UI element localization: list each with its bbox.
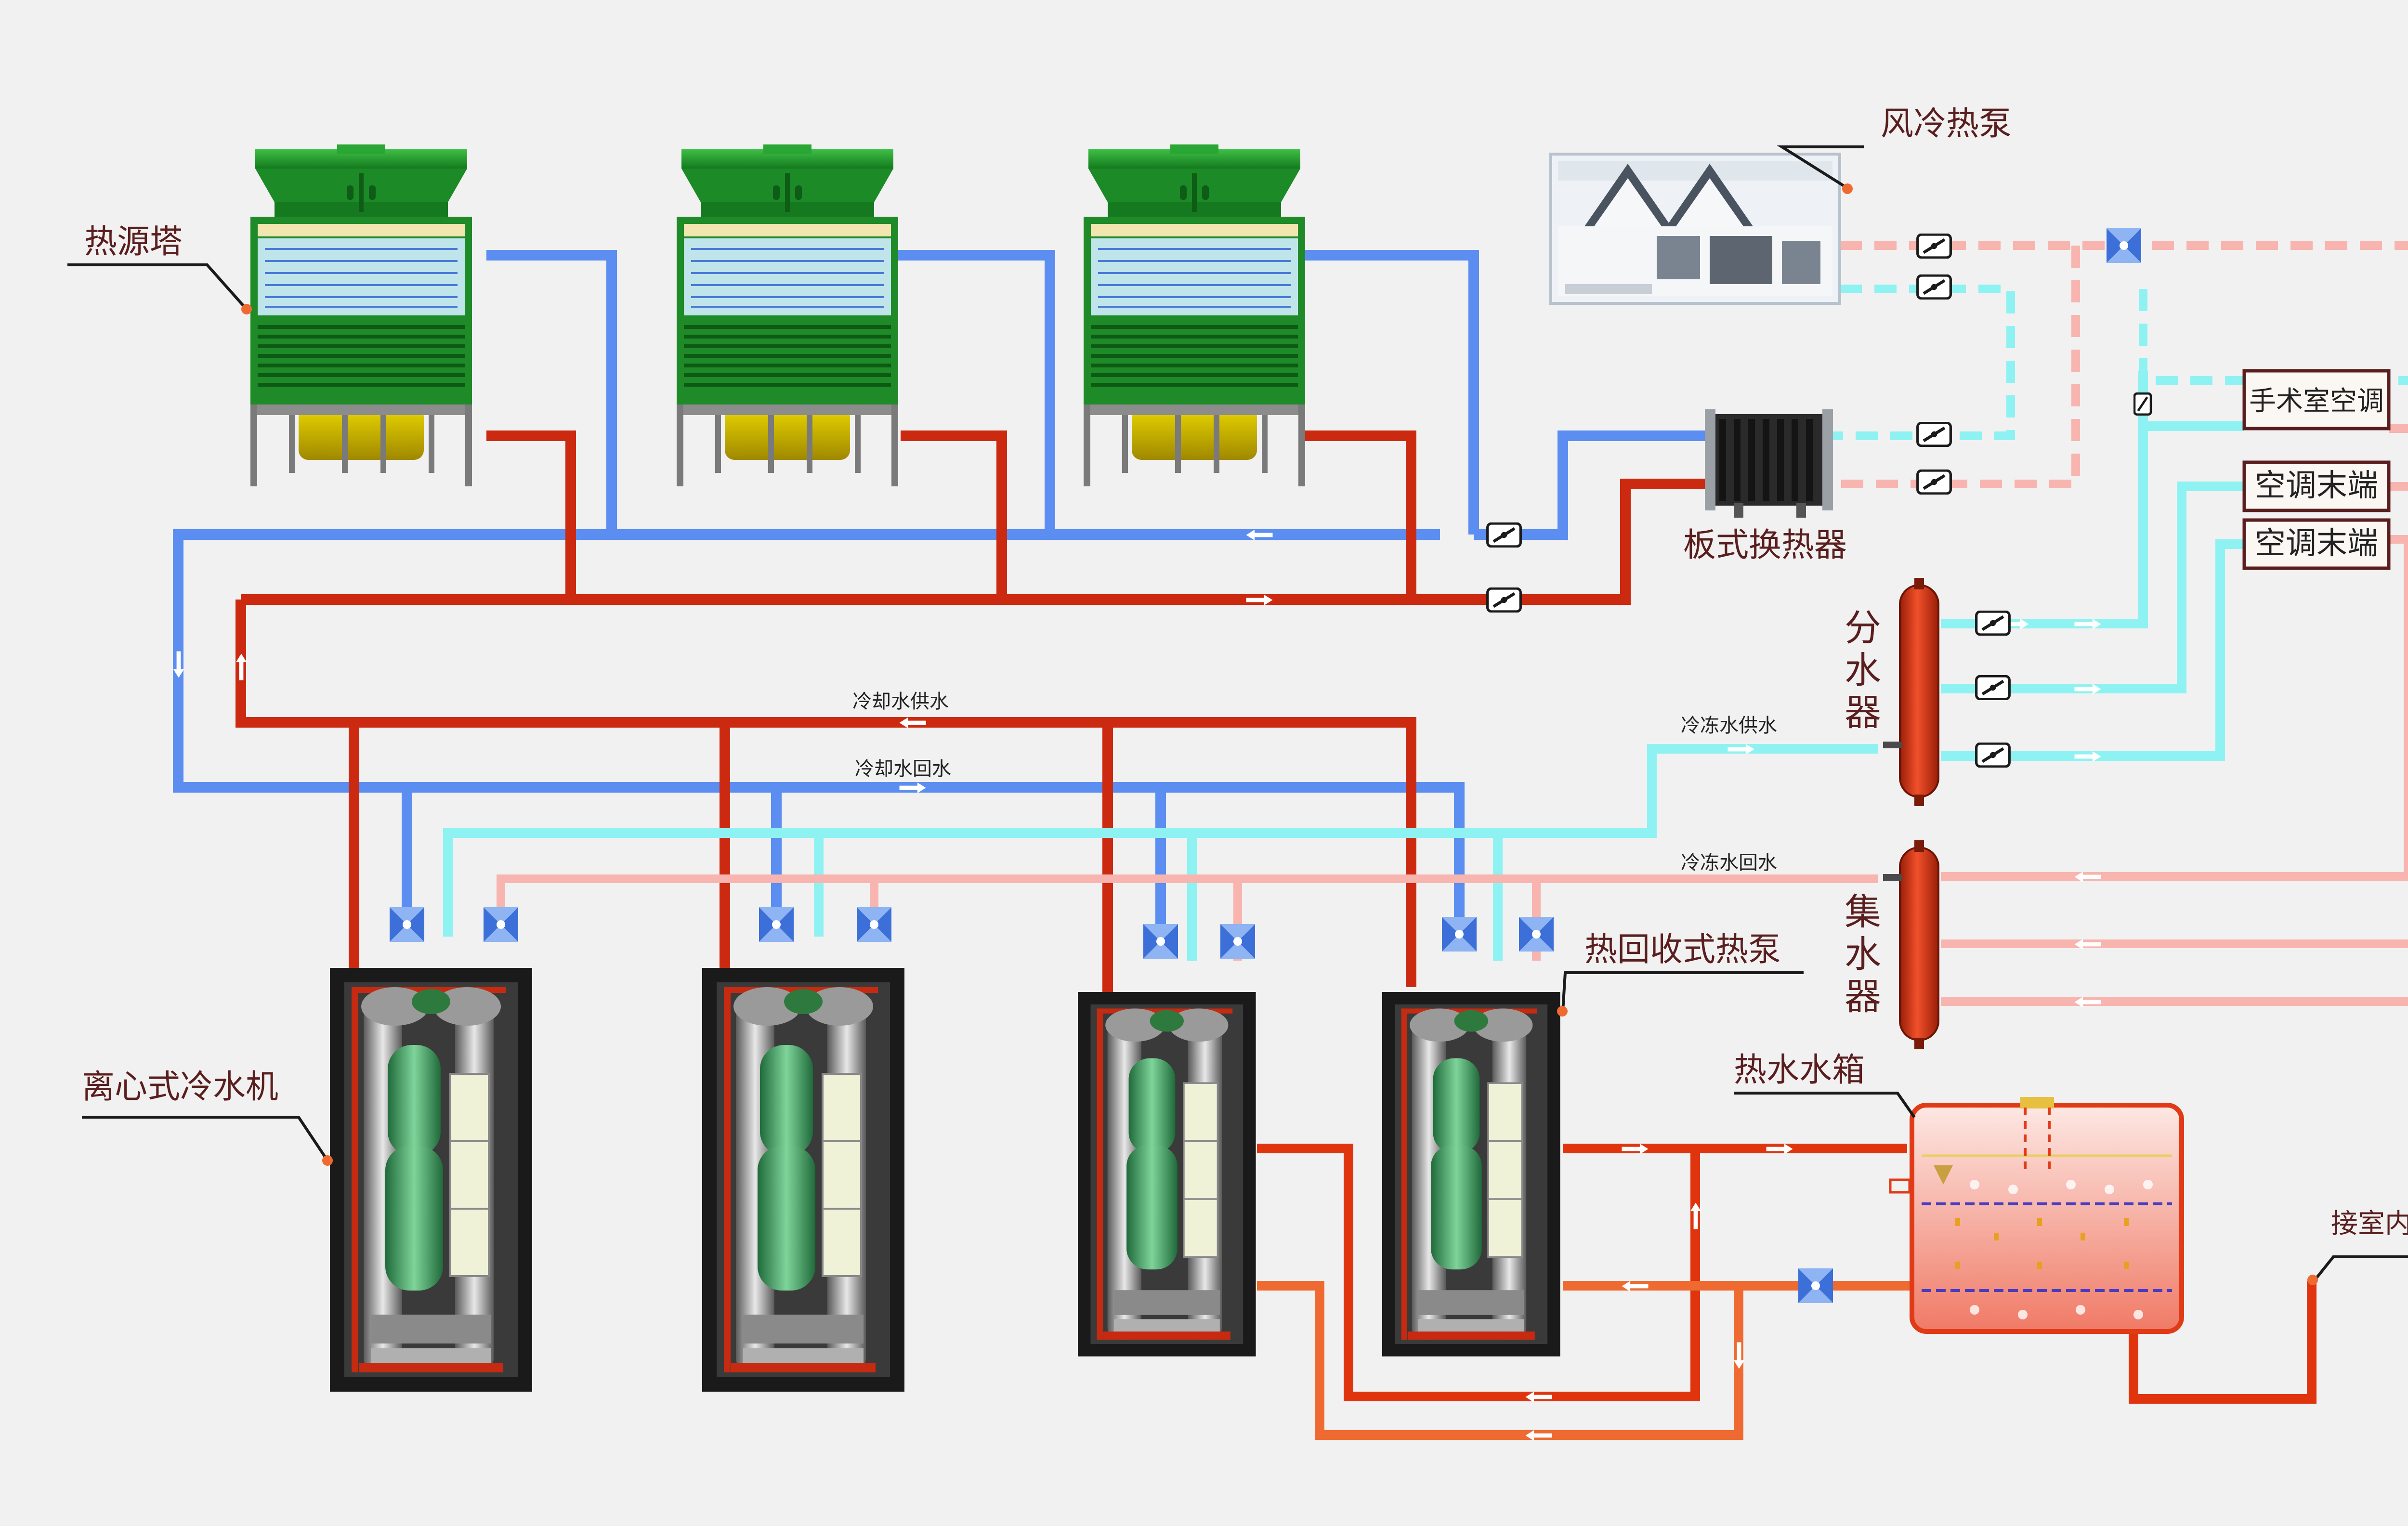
label-indoor-hot-water-terminal: 接室内热水末端	[2331, 1208, 2408, 1239]
plate-heat-exchanger	[1705, 409, 1833, 518]
centrifugal-chiller-1	[329, 967, 533, 1393]
label-heat-source-tower: 热源塔	[84, 223, 183, 261]
terminal-operating-room-ac: 手术室空调	[2249, 386, 2384, 417]
label-distributor-1: 分	[1845, 606, 1881, 649]
label-chilled-water-return: 冷冻水回水	[1681, 852, 1777, 874]
label-centrifugal-chiller: 离心式冷水机	[82, 1068, 278, 1106]
heat-source-tower-2	[677, 144, 898, 486]
water-distributor	[1883, 578, 1939, 806]
labels: 热源塔 风冷热泵 板式换热器 离心式冷水机 热回收式热泵 热水水箱 接室内热水末…	[82, 105, 2408, 1239]
label-hot-water-tank: 热水水箱	[1734, 1051, 1865, 1089]
pipe-network	[173, 241, 2408, 1440]
label-chilled-water-supply: 冷冻水供水	[1681, 715, 1777, 737]
water-collector	[1883, 840, 1939, 1049]
heat-source-towers	[250, 144, 1305, 486]
label-collector-2: 水	[1845, 933, 1881, 976]
label-collector-1: 集	[1845, 890, 1881, 933]
terminal-ac-2: 空调末端	[2255, 526, 2378, 561]
terminal-boxes: 手术室空调 空调末端 空调末端	[2242, 369, 2391, 570]
heat-recovery-heat-pump-2	[1381, 991, 1561, 1357]
heat-source-tower-3	[1084, 144, 1305, 486]
heat-recovery-heat-pump-1	[1077, 991, 1257, 1357]
label-cooling-water-return: 冷却水回水	[855, 758, 951, 780]
label-collector-3: 器	[1845, 975, 1881, 1018]
centrifugal-chiller-2	[701, 967, 905, 1393]
cooling-water-supply-pipes	[236, 430, 1705, 997]
leader-lines	[67, 145, 2408, 1282]
heat-source-tower-1	[250, 144, 472, 486]
terminal-ac-1: 空调末端	[2255, 468, 2378, 504]
label-air-cooled-heat-pump: 风冷热泵	[1881, 105, 2012, 143]
hot-water-tank-vessel	[1889, 1097, 2184, 1334]
label-heat-recovery-heat-pump: 热回收式热泵	[1584, 931, 1781, 969]
hot-water-pipes	[1257, 1144, 2316, 1440]
centrifugal-chillers	[329, 967, 905, 1393]
label-plate-heat-exchanger: 板式换热器	[1683, 526, 1847, 564]
leader-dots	[241, 183, 2318, 1285]
label-distributor-2: 水	[1845, 649, 1881, 691]
label-distributor-3: 器	[1845, 691, 1881, 734]
air-cooled-heat-pump	[1549, 153, 1841, 305]
label-cooling-water-supply: 冷却水供水	[852, 691, 949, 713]
